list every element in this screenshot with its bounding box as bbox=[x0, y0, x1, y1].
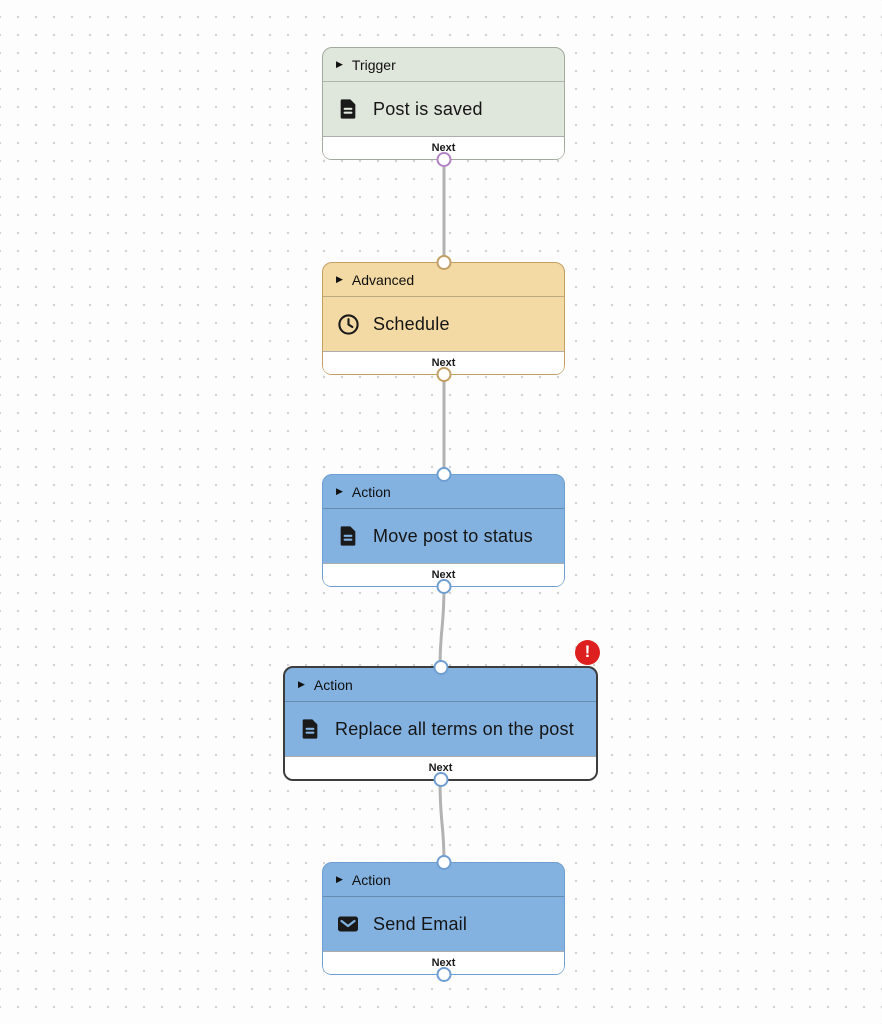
next-label: Next bbox=[431, 569, 456, 581]
node-action-replace-all-terms[interactable]: ! ▶ Action Replace all terms on the post… bbox=[283, 640, 600, 787]
node-header[interactable]: ▶ Action bbox=[323, 863, 564, 897]
node-footer: Next bbox=[323, 563, 564, 586]
node-title: Schedule bbox=[373, 313, 450, 334]
node-body[interactable]: Replace all terms on the post bbox=[285, 702, 596, 756]
document-icon bbox=[336, 524, 360, 548]
document-icon bbox=[298, 717, 322, 741]
next-label: Next bbox=[431, 142, 456, 154]
node-header[interactable]: ▶ Trigger bbox=[323, 48, 564, 82]
output-port[interactable] bbox=[436, 367, 451, 382]
connection-line[interactable] bbox=[438, 584, 446, 669]
node-footer: Next bbox=[285, 756, 596, 779]
next-label: Next bbox=[428, 762, 453, 774]
node-body[interactable]: Send Email bbox=[323, 897, 564, 951]
node-body[interactable]: Move post to status bbox=[323, 509, 564, 563]
node-category-label: Action bbox=[351, 871, 391, 888]
node-footer: Next bbox=[323, 351, 564, 374]
collapse-arrow-icon[interactable]: ▶ bbox=[336, 874, 343, 884]
node-title: Replace all terms on the post bbox=[335, 718, 574, 739]
input-port[interactable] bbox=[433, 660, 448, 675]
output-port[interactable] bbox=[436, 152, 451, 167]
node-footer: Next bbox=[323, 951, 564, 974]
node-header[interactable]: ▶ Advanced bbox=[323, 263, 564, 297]
output-port[interactable] bbox=[436, 967, 451, 982]
input-port[interactable] bbox=[436, 467, 451, 482]
collapse-arrow-icon[interactable]: ▶ bbox=[336, 59, 343, 69]
error-badge[interactable]: ! bbox=[575, 640, 600, 665]
document-icon bbox=[336, 97, 360, 121]
input-port[interactable] bbox=[436, 855, 451, 870]
node-body[interactable]: Post is saved bbox=[323, 82, 564, 136]
collapse-arrow-icon[interactable]: ▶ bbox=[336, 274, 343, 284]
collapse-arrow-icon[interactable]: ▶ bbox=[298, 679, 305, 689]
node-category-label: Trigger bbox=[351, 56, 396, 73]
node-category-label: Action bbox=[351, 483, 391, 500]
node-action-move-post-to-status[interactable]: ▶ Action Move post to status Next bbox=[322, 467, 565, 594]
output-port[interactable] bbox=[436, 579, 451, 594]
output-port[interactable] bbox=[433, 772, 448, 787]
node-body[interactable]: Schedule bbox=[323, 297, 564, 351]
node-title: Send Email bbox=[373, 913, 468, 934]
node-title: Move post to status bbox=[373, 525, 533, 546]
node-footer: Next bbox=[323, 136, 564, 159]
clock-icon bbox=[336, 312, 360, 336]
node-action-send-email[interactable]: ▶ Action Send Email Next bbox=[322, 855, 565, 982]
node-header[interactable]: ▶ Action bbox=[323, 475, 564, 509]
node-trigger-post-is-saved[interactable]: ▶ Trigger Post is saved Next bbox=[322, 47, 565, 167]
node-title: Post is saved bbox=[373, 98, 483, 119]
node-category-label: Action bbox=[313, 676, 353, 693]
connection-line[interactable] bbox=[438, 778, 446, 865]
next-label: Next bbox=[431, 957, 456, 969]
node-header[interactable]: ▶ Action bbox=[285, 668, 596, 702]
node-category-label: Advanced bbox=[351, 271, 415, 288]
input-port[interactable] bbox=[436, 255, 451, 270]
envelope-icon bbox=[336, 912, 360, 936]
node-advanced-schedule[interactable]: ▶ Advanced Schedule Next bbox=[322, 255, 565, 382]
next-label: Next bbox=[431, 357, 456, 369]
collapse-arrow-icon[interactable]: ▶ bbox=[336, 486, 343, 496]
